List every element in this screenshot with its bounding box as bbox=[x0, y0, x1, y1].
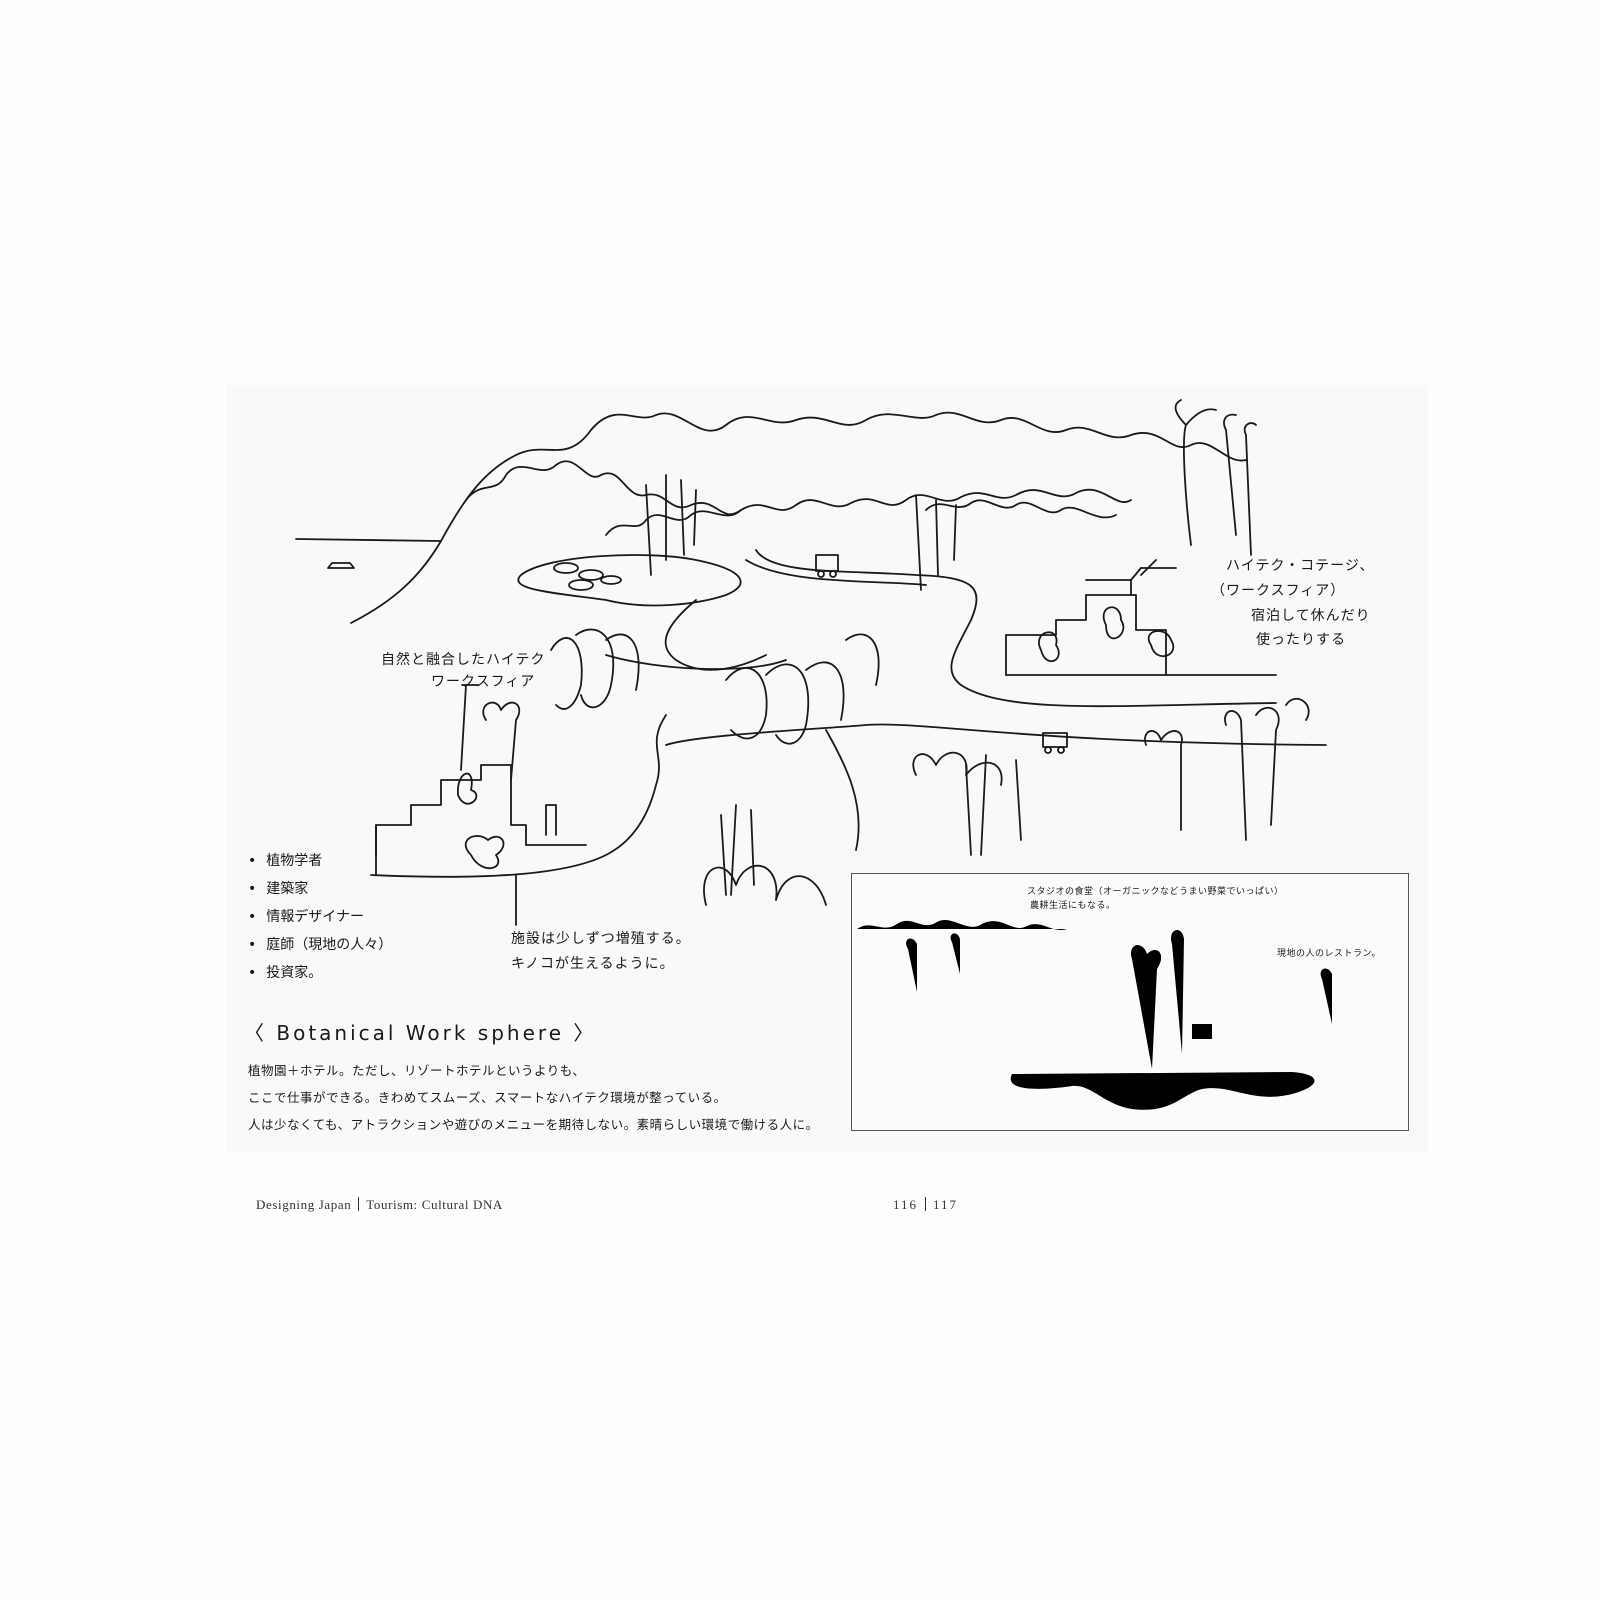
description-line: 植物園＋ホテル。ただし、リゾートホテルというよりも、 bbox=[248, 1063, 586, 1078]
annotation-workspheres-paren: （ワークスフィア） bbox=[1211, 583, 1346, 599]
annotation-stay-rest-2: 使ったりする bbox=[1256, 632, 1346, 648]
roles-list: 植物学者 建築家 情報デザイナー 庭師（現地の人々） 投資家。 bbox=[248, 847, 392, 987]
footer-running-title: Designing Japan Tourism: Cultural DNA bbox=[256, 1197, 503, 1213]
annotation-hitech-cottage: ハイテク・コテージ、 bbox=[1226, 558, 1375, 574]
sketch-spread: ハイテク・コテージ、 （ワークスフィア） 宿泊して休んだり 使ったりする 自然と… bbox=[226, 385, 1428, 1152]
list-item: 庭師（現地の人々） bbox=[248, 931, 392, 959]
chapter-title: Tourism: Cultural DNA bbox=[366, 1197, 503, 1212]
description-line: ここで仕事ができる。きわめてスムーズ、スマートなハイテク環境が整っている。 bbox=[248, 1090, 727, 1105]
sketch-description: 植物園＋ホテル。ただし、リゾートホテルというよりも、 ここで仕事ができる。きわめ… bbox=[248, 1057, 819, 1138]
list-item: 植物学者 bbox=[248, 847, 392, 875]
annotation-facilities-grow-2: キノコが生えるように。 bbox=[511, 956, 675, 972]
annotation-nature-fused-1: 自然と融合したハイテク bbox=[381, 652, 546, 668]
separator bbox=[925, 1197, 927, 1211]
list-item: 建築家 bbox=[248, 875, 392, 903]
inset-sketch-drawing bbox=[857, 920, 1332, 1110]
page-numbers: 116 117 bbox=[893, 1197, 958, 1213]
inset-note-top-1: スタジオの食堂（オーガニックなどうまい野菜でいっぱい） bbox=[1027, 887, 1284, 897]
annotation-stay-rest-1: 宿泊して休んだり bbox=[1251, 608, 1371, 624]
inset-sketch: スタジオの食堂（オーガニックなどうまい野菜でいっぱい） 農耕生活にもなる。 現地… bbox=[851, 873, 1409, 1131]
page-number-right: 117 bbox=[933, 1197, 959, 1212]
book-title: Designing Japan bbox=[256, 1197, 352, 1212]
inset-note-top-2: 農耕生活にもなる。 bbox=[1030, 901, 1116, 911]
description-line: 人は少なくても、アトラクションや遊びのメニューを期待しない。素晴らしい環境で働け… bbox=[248, 1117, 819, 1132]
page-number-left: 116 bbox=[893, 1197, 919, 1212]
annotation-facilities-grow-1: 施設は少しずつ増殖する。 bbox=[511, 931, 691, 947]
separator bbox=[358, 1197, 360, 1211]
inset-note-right: 現地の人のレストラン。 bbox=[1277, 949, 1381, 959]
list-item: 投資家。 bbox=[248, 959, 392, 987]
list-item: 情報デザイナー bbox=[248, 903, 392, 931]
sketch-title: 〈 Botanical Work sphere 〉 bbox=[244, 1021, 597, 1045]
botanical-sketch-drawing bbox=[295, 399, 1327, 926]
annotation-nature-fused-2: ワークスフィア bbox=[431, 674, 536, 690]
